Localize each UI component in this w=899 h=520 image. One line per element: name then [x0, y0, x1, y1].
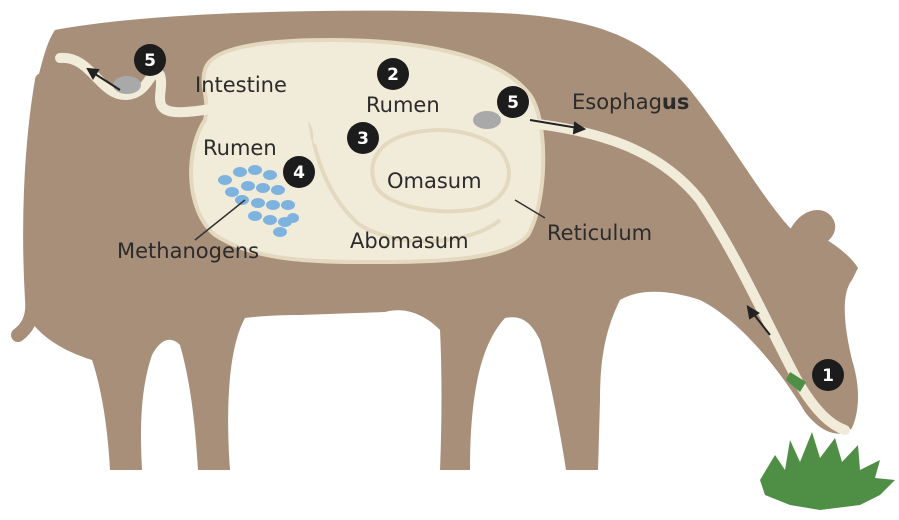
- svg-text:1: 1: [822, 366, 834, 386]
- marker-4: 4: [283, 156, 315, 188]
- marker-2: 2: [377, 58, 409, 90]
- svg-text:3: 3: [357, 129, 369, 149]
- marker-3: 3: [347, 122, 379, 154]
- gas-puff-esophagus: [473, 111, 501, 129]
- label-esophagus: Esophagus: [572, 90, 689, 114]
- label-methanogens: Methanogens: [117, 239, 259, 263]
- marker-5-tail: 5: [134, 44, 166, 76]
- label-rumen-top: Rumen: [366, 93, 440, 117]
- label-abomasum: Abomasum: [350, 229, 469, 253]
- gas-puff-tail: [113, 76, 141, 94]
- svg-text:2: 2: [387, 65, 399, 85]
- svg-text:4: 4: [293, 163, 305, 183]
- label-esophagus-prefix: Esophag: [572, 90, 662, 114]
- label-rumen-left: Rumen: [203, 136, 277, 160]
- marker-5-esophagus: 5: [497, 86, 529, 118]
- label-intestine: Intestine: [195, 73, 287, 97]
- label-reticulum: Reticulum: [547, 221, 652, 245]
- marker-1: 1: [812, 359, 844, 391]
- grass-clump-icon: [760, 432, 895, 510]
- svg-text:5: 5: [144, 51, 156, 71]
- label-omasum: Omasum: [387, 169, 482, 193]
- label-esophagus-suffix: us: [662, 90, 689, 114]
- svg-text:5: 5: [507, 93, 519, 113]
